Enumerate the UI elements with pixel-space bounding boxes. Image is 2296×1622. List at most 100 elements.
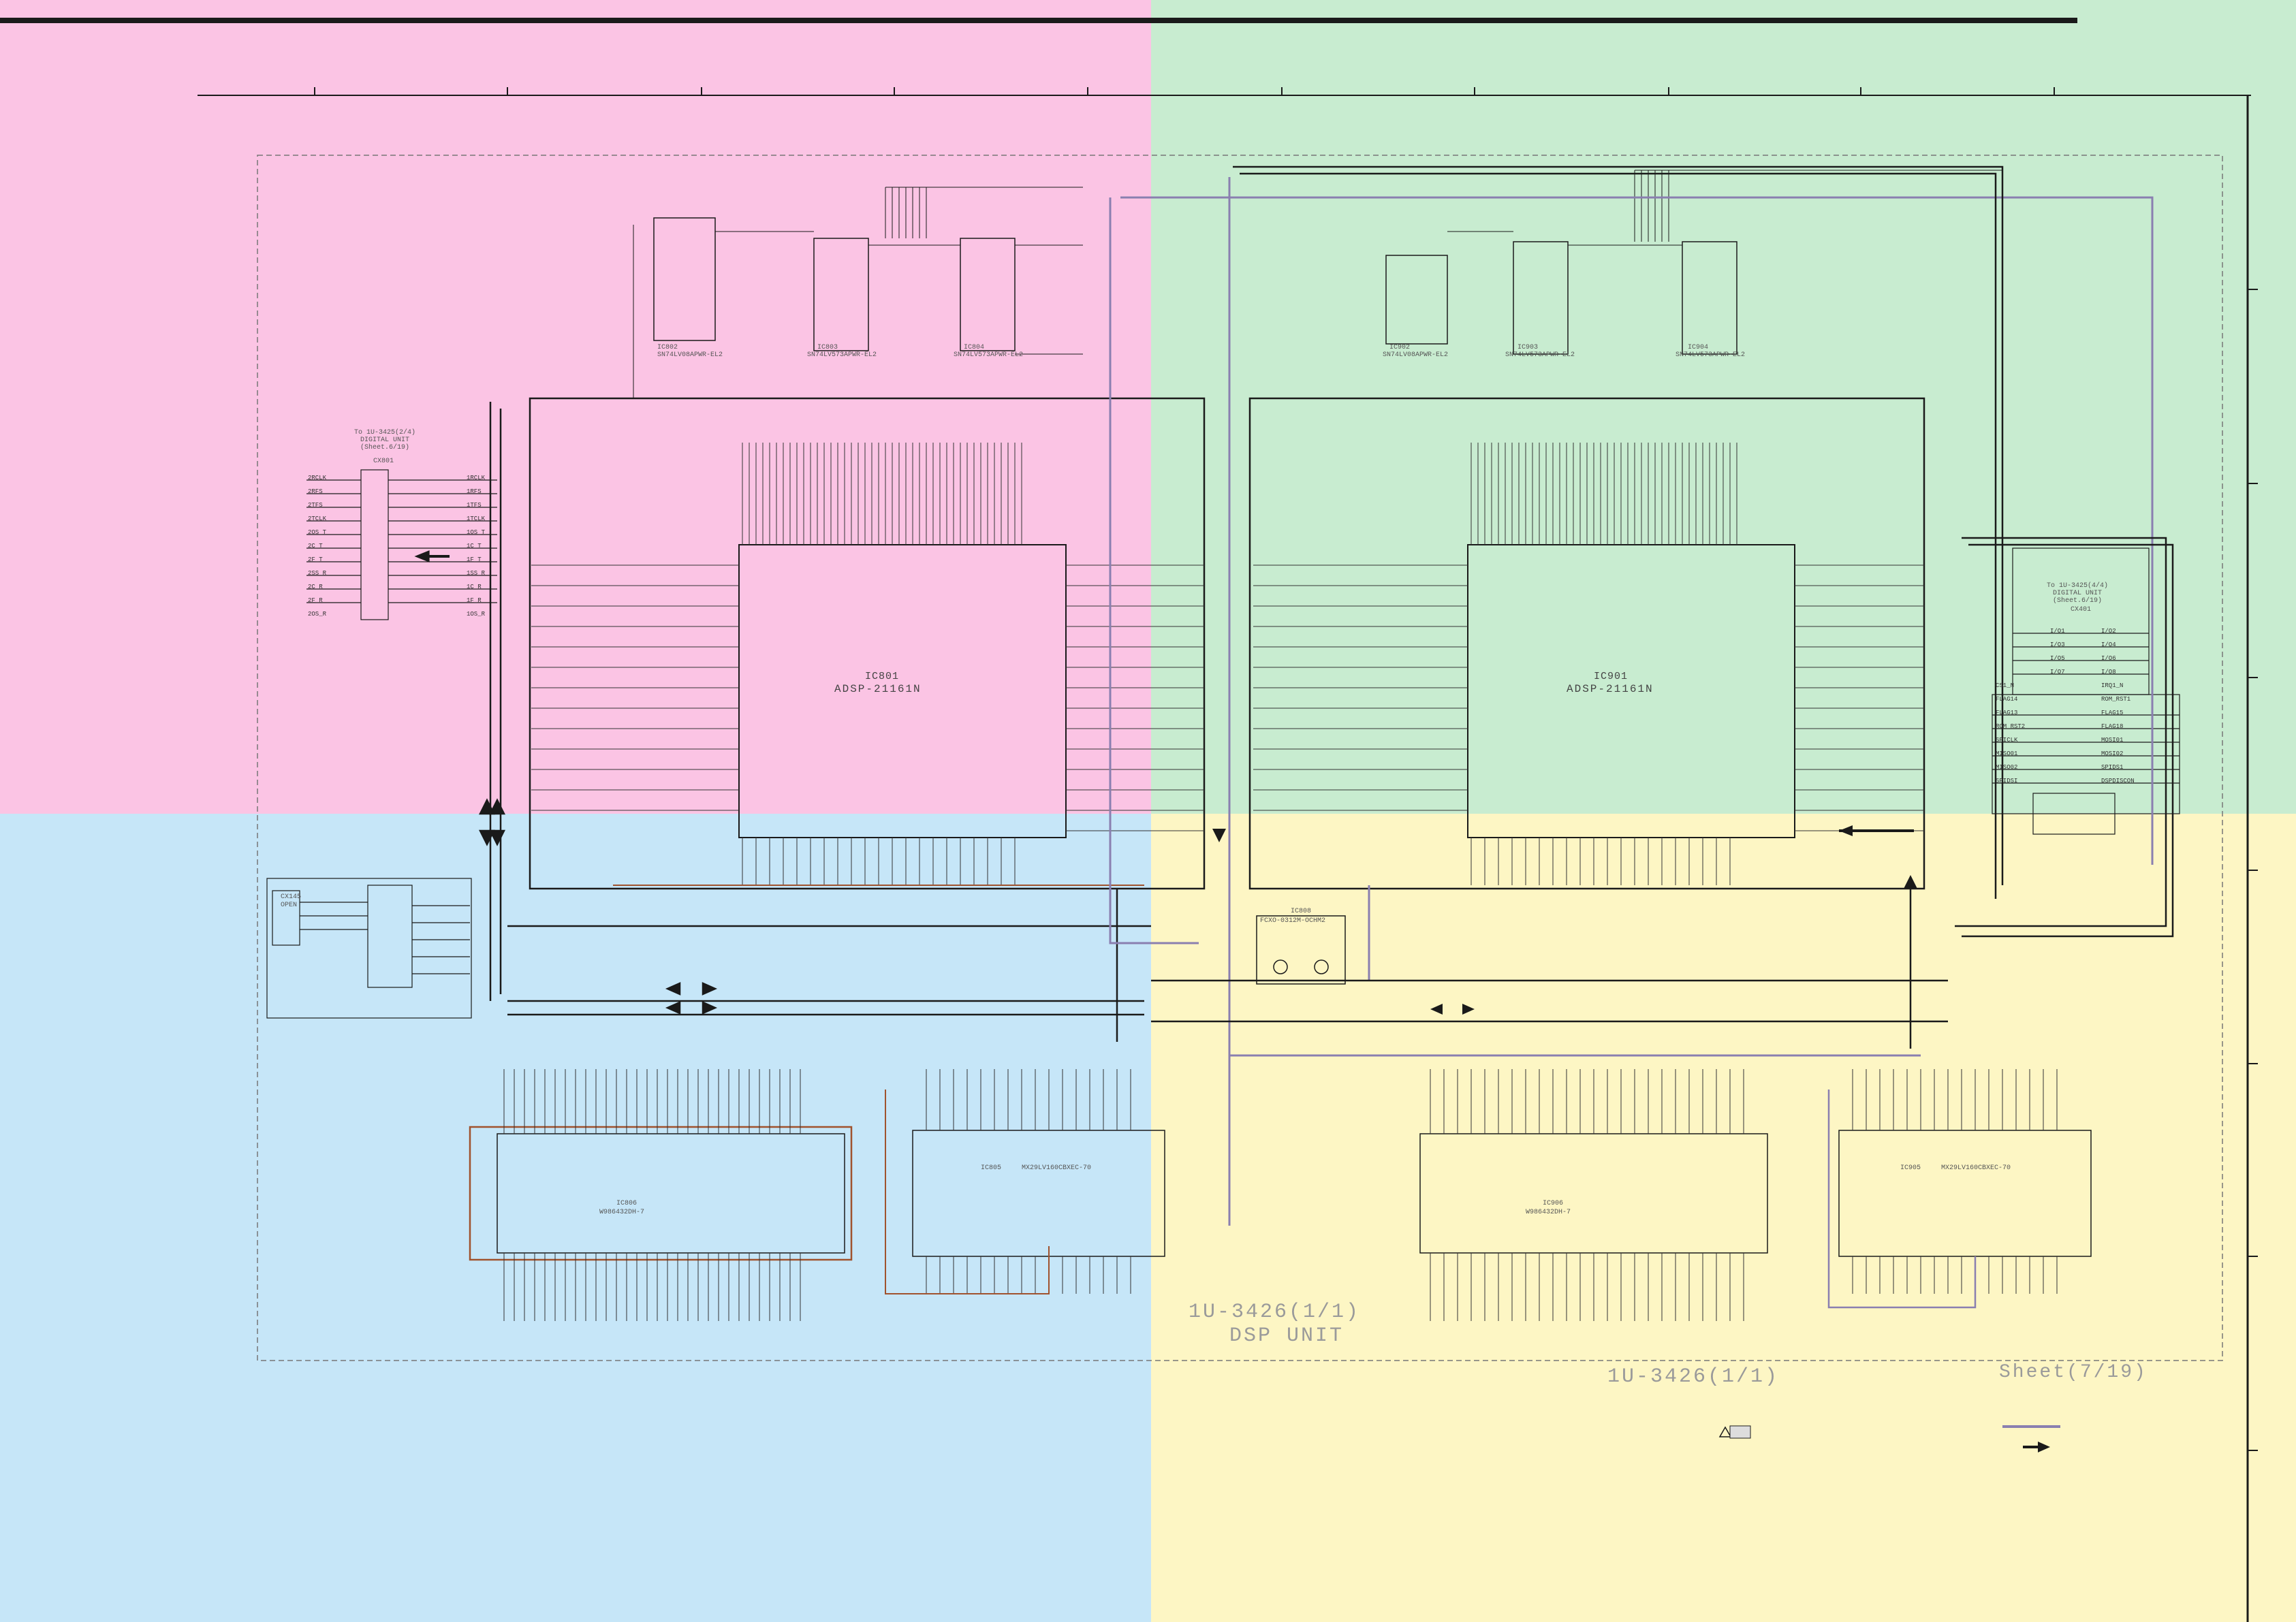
left-conn-net: 1F_T <box>467 556 482 563</box>
sdram-right-part: W986432DH-7 <box>1526 1209 1571 1216</box>
right-conn-pin: FLAG13 <box>1996 710 2018 716</box>
quadrant-bottom-left <box>0 814 1151 1622</box>
frame <box>0 18 2258 1622</box>
left-conn-pin: 2TFS <box>308 502 323 509</box>
right-conn-pin: I/O3 <box>2050 641 2065 648</box>
left-conn-net: 1C_R <box>467 584 482 590</box>
right-conn-pin: SPIDSI <box>1996 778 2018 784</box>
oscillator <box>1256 915 1346 985</box>
left-buses <box>478 402 1151 1042</box>
latch-left-1-ref: IC802 <box>657 344 678 351</box>
left-conn-pin: 2SS_R <box>308 570 327 577</box>
sdram-left-part: W986432DH-7 <box>599 1209 645 1216</box>
left-conn-net: 1OS_T <box>467 529 486 536</box>
latch-right-3-ref: IC904 <box>1688 344 1709 351</box>
right-conn-pin: I/O5 <box>2050 655 2065 662</box>
left-conn-pin: 2OS_T <box>308 529 327 536</box>
flash-right-part: MX29LV160CBXEC-70 <box>1941 1164 2011 1172</box>
left-conn-pin: 2OS_R <box>308 611 327 618</box>
right-conn-net: FLAG18 <box>2101 723 2124 730</box>
left-connector <box>306 469 497 620</box>
left-conn-pin: 2RCLK <box>308 475 327 481</box>
right-conn-net: I/O8 <box>2101 669 2116 675</box>
left-conn-pin: 2RFS <box>308 488 323 495</box>
conn-right-note: To 1U-3425(4/4) DIGITAL UNIT (Sheet.6/19… <box>2046 582 2108 605</box>
right-conn-pin: CS1_N <box>1996 682 2015 689</box>
right-conn-net: SPIDS1 <box>2101 764 2124 771</box>
left-conn-pin: 2C_T <box>308 543 323 550</box>
latch-left-2-part: SN74LV573APWR-EL2 <box>807 351 877 359</box>
left-conn-net: 1SS_R <box>467 570 486 577</box>
left-conn-pin: 2F_R <box>308 597 323 604</box>
right-conn-pin: ROM_RST2 <box>1996 723 2026 730</box>
latch-right-2-ref: IC903 <box>1517 344 1539 351</box>
right-conn-pin: I/O1 <box>2050 628 2065 635</box>
dsp-right-ref: IC901 <box>1594 671 1629 682</box>
latch-right-1-ref: IC902 <box>1389 344 1411 351</box>
sdram-right-ref: IC906 <box>1543 1200 1564 1207</box>
left-conn-pin: 2TCLK <box>308 515 327 522</box>
left-dsp <box>529 397 1206 890</box>
right-conn-net: MOSI02 <box>2101 750 2124 757</box>
conn-right-ref: CX401 <box>2071 606 2092 614</box>
unit-label-3: 1U-3426(1/1) <box>1607 1365 1780 1388</box>
left-conn-net: 1C_T <box>467 543 482 550</box>
right-conn-net: I/O6 <box>2101 655 2116 662</box>
flash-left-part: MX29LV160CBXEC-70 <box>1022 1164 1092 1172</box>
unit-label-1: 1U-3426(1/1) <box>1189 1301 1361 1324</box>
right-conn-net: IRQ1_N <box>2101 682 2124 689</box>
latch-left-1-part: SN74LV08APWR-EL2 <box>657 351 723 359</box>
right-conn-net: ROM_RST1 <box>2101 696 2131 703</box>
latch-right-1-part: SN74LV08APWR-EL2 <box>1383 351 1449 359</box>
right-conn-net: I/O2 <box>2101 628 2116 635</box>
dsp-right-part: ADSP-21161N <box>1567 683 1654 695</box>
flash-left-ref: IC805 <box>981 1164 1002 1172</box>
right-latch-group <box>1385 170 2002 355</box>
flash-right-ref: IC905 <box>1900 1164 1921 1172</box>
quadrant-bottom-right <box>1151 814 2296 1622</box>
conn-left-ref: CX801 <box>373 458 394 465</box>
unit-label-2: DSP UNIT <box>1229 1324 1344 1348</box>
latch-right-3-part: SN74LV573APWR-EL2 <box>1676 351 1746 359</box>
latch-right-2-part: SN74LV573APWR-EL2 <box>1505 351 1575 359</box>
left-conn-pin: 2C_R <box>308 584 323 590</box>
left-jtag <box>266 878 472 1019</box>
right-connector <box>1992 547 2180 835</box>
quadrant-top-right <box>1151 0 2296 814</box>
conn-left-note: To 1U-3425(2/4) DIGITAL UNIT (Sheet.6/19… <box>353 429 415 451</box>
left-conn-net: 1TCLK <box>467 515 486 522</box>
left-conn-net: 1F_R <box>467 597 482 604</box>
left-conn-net: 1OS_R <box>467 611 486 618</box>
right-conn-net: I/O4 <box>2101 641 2116 648</box>
left-latch-group <box>633 187 1083 398</box>
right-conn-pin: MISO01 <box>1996 750 2018 757</box>
conn-jtag-ref: CX145 <box>281 893 302 901</box>
dsp-left-ref: IC801 <box>865 671 900 682</box>
caution-marker <box>1718 1425 1751 1439</box>
right-dsp <box>1248 397 1925 890</box>
right-memory <box>1419 1069 2092 1321</box>
right-conn-pin: MISO02 <box>1996 764 2018 771</box>
latch-left-3-part: SN74LV573APWR-EL2 <box>954 351 1024 359</box>
latch-left-2-ref: IC803 <box>817 344 838 351</box>
left-conn-net: 1TFS <box>467 502 482 509</box>
left-conn-net: 1RCLK <box>467 475 486 481</box>
right-conn-net: MOSI01 <box>2101 737 2124 744</box>
osc-part: FCXO-0312M-OCHM2 <box>1260 917 1326 925</box>
left-conn-net: 1RFS <box>467 488 482 495</box>
latch-left-3-ref: IC804 <box>964 344 985 351</box>
right-conn-pin: SPICLK <box>1996 737 2018 744</box>
quadrant-top-left <box>0 0 1151 814</box>
conn-jtag-note: OPEN <box>281 902 298 909</box>
left-conn-pin: 2F_T <box>308 556 323 563</box>
right-conn-net: FLAG15 <box>2101 710 2124 716</box>
right-conn-net: DSPDISCON <box>2101 778 2135 784</box>
sheet-label: Sheet(7/19) <box>1999 1362 2148 1383</box>
dsp-left-part: ADSP-21161N <box>834 683 922 695</box>
right-conn-pin: FLAG14 <box>1996 696 2018 703</box>
right-conn-pin: I/O7 <box>2050 669 2065 675</box>
right-buses <box>1109 165 2174 1452</box>
osc-ref: IC808 <box>1291 908 1312 915</box>
left-memory <box>469 1069 1165 1321</box>
